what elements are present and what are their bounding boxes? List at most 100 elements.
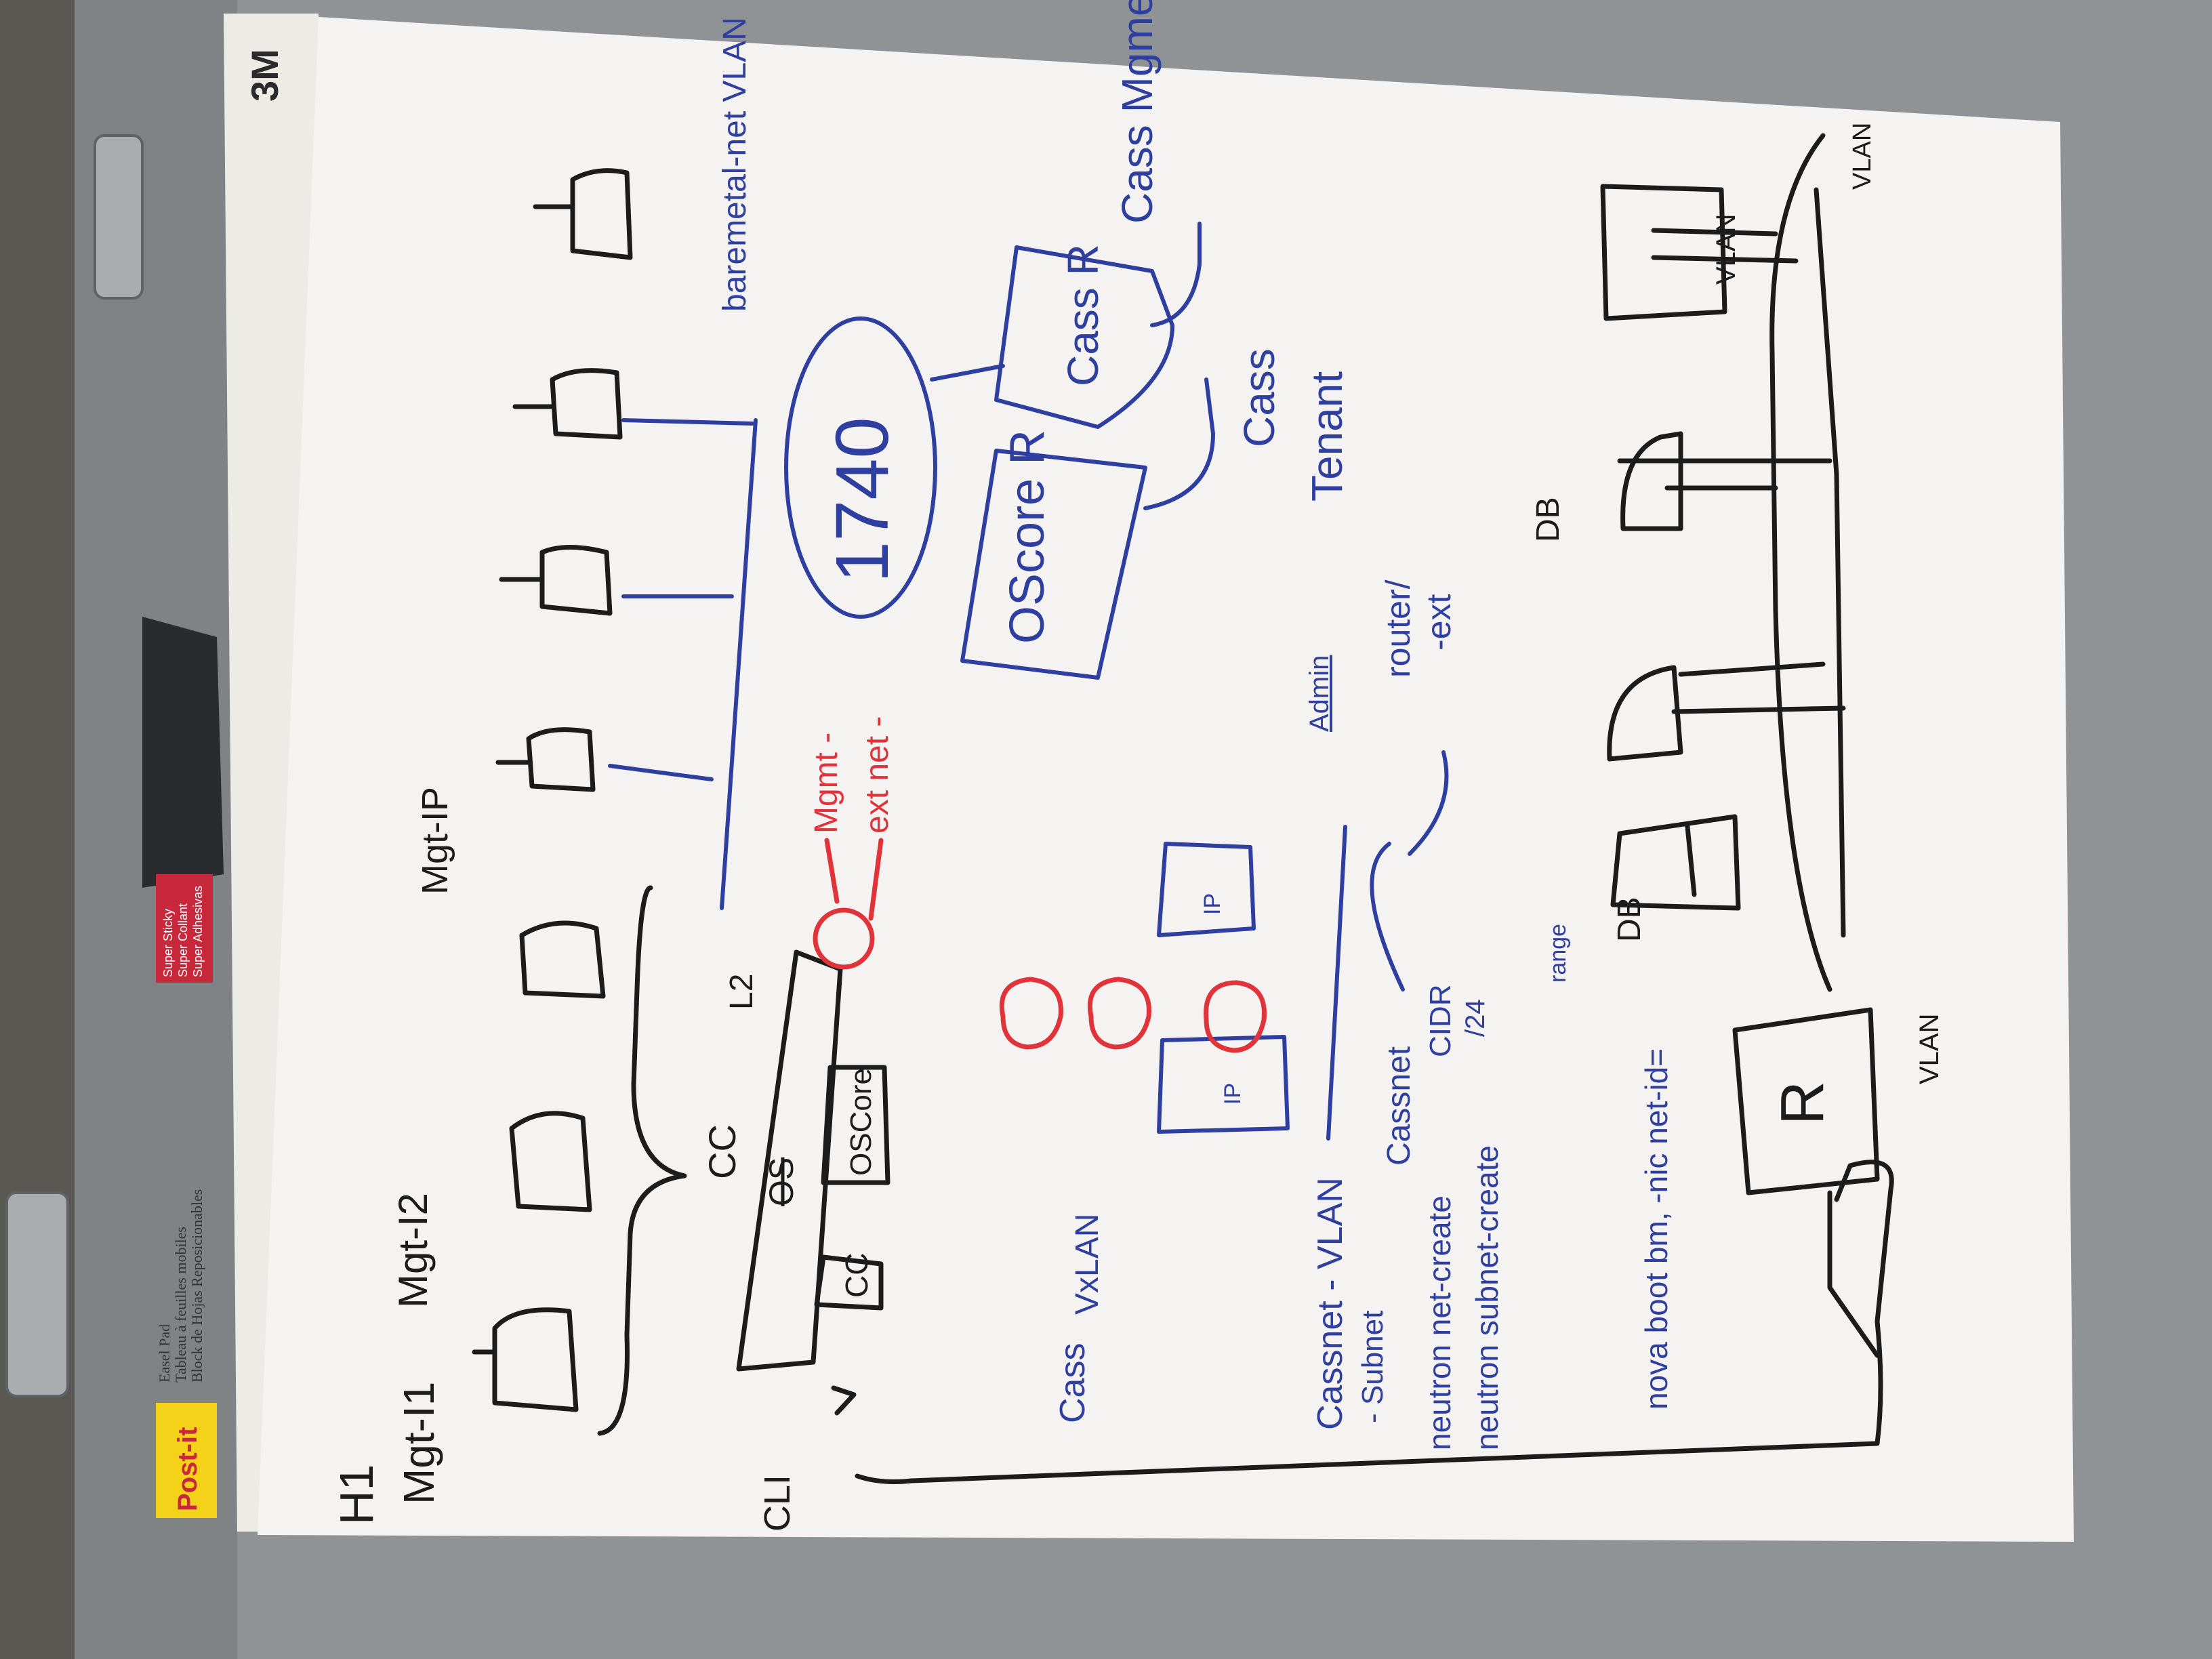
- bus-tap-3: [621, 418, 754, 426]
- node-1740-ellipse: [784, 316, 937, 619]
- network-trunk: [1769, 133, 1832, 992]
- label-ip-a: IP: [1220, 1083, 1246, 1105]
- host-box-7: [570, 168, 633, 260]
- ip-box-1: [1157, 1035, 1290, 1134]
- db-box-1: [1610, 814, 1741, 911]
- host-box-3: [519, 920, 606, 999]
- red-ink-drawing: [813, 838, 1267, 1053]
- label-neutron-subnet: neutron subnet-create: [1469, 1145, 1504, 1450]
- ip-box-2: [1157, 842, 1256, 937]
- cli-connection: [855, 1160, 1894, 1484]
- blue-ink-drawing: [608, 222, 1449, 1141]
- label-cidr-sub: /24: [1460, 999, 1490, 1037]
- label-db-2: DB: [1530, 497, 1566, 542]
- rack-link-1: [1685, 824, 1697, 897]
- red-ink-labels: Mgmt - ext net -: [808, 716, 895, 834]
- sticky-line-2: Super Collant: [176, 903, 190, 977]
- rack-link-6: [1651, 228, 1778, 237]
- label-neutron-net: neutron net-create: [1422, 1195, 1457, 1450]
- label-mgt-i1: Mgt-I1: [394, 1382, 443, 1504]
- label-subnet: - Subnet: [1356, 1311, 1389, 1423]
- admin-line: [1326, 825, 1347, 1141]
- red-oval-1: [999, 977, 1063, 1050]
- cli-arrow-head: [831, 1385, 857, 1416]
- label-baremetal: baremetal-net VLAN: [717, 17, 753, 312]
- label-router-2: -ext: [1420, 594, 1458, 651]
- postit-logo-box: [156, 1403, 217, 1518]
- sticky-badge: [156, 874, 213, 983]
- oscore-r-box: [960, 449, 1147, 680]
- product-line-1: Easel Pad: [156, 1324, 173, 1382]
- easel-clip-bottom: [5, 1191, 69, 1397]
- label-ext-net: ext net -: [859, 716, 895, 834]
- arc-router: [1370, 842, 1405, 991]
- label-admin: Admin: [1305, 655, 1334, 732]
- blue-ink-labels: 1740 OScore R Cass R Cass Mgme Cass Tena…: [717, 0, 1674, 1450]
- black-ink-drawing: [472, 133, 1894, 1484]
- label-mgt-ip: Mgt-IP: [415, 787, 455, 895]
- easel-pen-tray: [142, 617, 224, 888]
- bus-tap-1: [608, 764, 714, 781]
- cc-brace: [597, 885, 687, 1436]
- cass-tenant-link: [1143, 377, 1215, 510]
- label-cass-vxlan-1: Cass: [1053, 1343, 1092, 1423]
- oscore-box: [821, 1065, 890, 1185]
- black-ink-labels: H1 Mgt-I1 Mgt-I2 Mgt-IP L2 CC CC OS OSCo…: [330, 123, 1944, 1532]
- label-ip-b: IP: [1200, 893, 1225, 915]
- arrow-router: [1408, 750, 1449, 856]
- label-oscore: OSCore: [844, 1068, 878, 1176]
- label-cc-box: CC: [839, 1253, 874, 1298]
- host-box-2: [509, 1111, 592, 1212]
- l2-bus-line: [720, 418, 758, 910]
- red-link-ext: [868, 838, 884, 921]
- red-circle-marker: [813, 907, 875, 970]
- label-db-1: DB: [1612, 897, 1647, 942]
- label-cidr: CIDR: [1424, 984, 1457, 1057]
- label-cass-mgmt: Cass Mgme: [1113, 0, 1162, 224]
- label-l2: L2: [724, 974, 760, 1010]
- router-link: [1827, 1190, 1880, 1358]
- sticky-line-3: Super Adhesivas: [191, 886, 205, 977]
- brand-3m: 3M: [243, 49, 286, 102]
- red-oval-3: [1204, 980, 1267, 1053]
- rack-link-3: [1678, 661, 1826, 677]
- label-vlan-2: VLAN: [1848, 123, 1877, 190]
- paper-sheet: [258, 17, 2074, 1542]
- product-line-2: Tableau à feuilles mobiles: [172, 1227, 189, 1382]
- cass-r-box: [994, 245, 1174, 429]
- label-cass-tenant-1: Cass: [1235, 348, 1284, 447]
- db-box-2: [1607, 665, 1683, 762]
- host-box-5: [539, 545, 613, 616]
- label-mgmt: Mgmt -: [808, 733, 844, 834]
- postit-logo: Post-it: [173, 1427, 203, 1511]
- postit-branding: Post-it Easel Pad Tableau à feuilles mob…: [156, 49, 286, 1518]
- label-cass-r: Cass R: [1059, 244, 1107, 386]
- label-cassnet-vlan: Cassnet - VLAN: [1311, 1177, 1350, 1430]
- label-r-box: R: [1769, 1081, 1837, 1125]
- cass-mgmt-link: [1150, 222, 1202, 327]
- label-cli: CLI: [757, 1475, 798, 1532]
- trunk-line-2: [1814, 187, 1846, 938]
- host-box-1: [492, 1307, 579, 1412]
- label-vlan: VLAN: [1711, 214, 1741, 285]
- cc-box: [814, 1254, 884, 1311]
- label-h1: H1: [330, 1465, 383, 1525]
- label-cc: CC: [701, 1124, 743, 1179]
- red-oval-2: [1087, 977, 1151, 1050]
- rack-link-5: [1651, 255, 1799, 264]
- label-oscore-r-1: OScore R: [1000, 430, 1054, 644]
- red-link-mgmt: [824, 838, 840, 904]
- easel-clip-top: [94, 134, 144, 300]
- label-cass-tenant-2: Tenant: [1303, 371, 1351, 501]
- router-box: [1732, 1007, 1880, 1195]
- links-to-1740: [930, 364, 1005, 382]
- sticky-line-1: Super Sticky: [161, 909, 175, 977]
- label-router-1: router/: [1379, 579, 1417, 678]
- label-cass-vxlan-2: VxLAN: [1069, 1214, 1105, 1315]
- label-ip-range: range: [1545, 924, 1571, 983]
- label-vlan-bottom: VLAN: [1914, 1014, 1944, 1085]
- rack-box-top: [1600, 184, 1727, 321]
- rack-link-2: [1671, 705, 1846, 714]
- label-cassnet: Cassnet: [1381, 1046, 1417, 1166]
